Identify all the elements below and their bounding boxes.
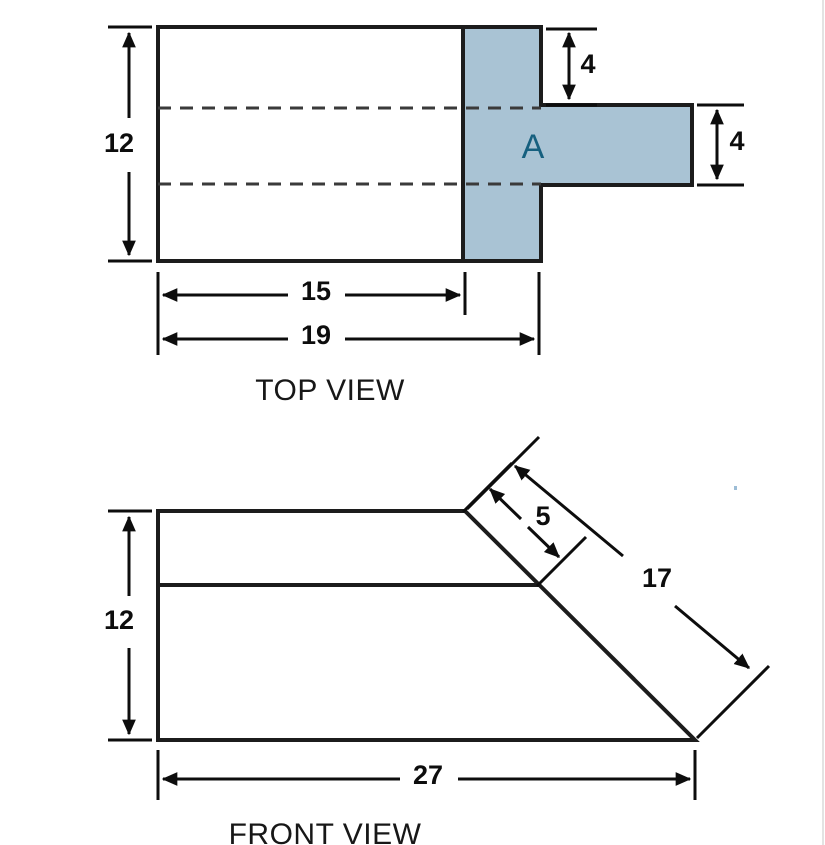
dimension-length-19: 19 (156, 272, 541, 355)
dimension-front-height-12: 12 (104, 509, 152, 742)
dim-label-5: 5 (535, 501, 550, 531)
ext-line-5-end (535, 535, 588, 588)
dim-label-19: 19 (301, 320, 331, 350)
dimension-arm-offset-4: 4 (546, 27, 597, 107)
dim-label-armwidth4: 4 (729, 126, 744, 156)
top-view-arm-outline (539, 103, 694, 187)
dim-label-27: 27 (413, 760, 443, 790)
top-view-main-block-outline (156, 25, 465, 263)
dimension-arm-width-4: 4 (697, 103, 745, 187)
top-view-title: TOP VIEW (255, 374, 405, 407)
top-view-step-lower-outline (461, 183, 543, 263)
dimension-top-height-12: 12 (104, 25, 152, 263)
dim-arrow-5-lower (526, 525, 561, 559)
region-label-a: A (522, 128, 545, 166)
top-view-group: A 12 4 4 (104, 25, 745, 407)
dim-label-15: 15 (301, 276, 331, 306)
dim-arrow-5-upper (488, 487, 523, 521)
front-view-group: 12 5 17 27 F (104, 435, 771, 845)
dimension-incline-17: 17 (465, 435, 771, 740)
dim-arrow-17-lower (674, 604, 750, 670)
ext-line-17-end (695, 664, 771, 740)
dim-label-offset4: 4 (580, 49, 595, 79)
dim-label-17: 17 (642, 563, 672, 593)
ext-line-17-start (465, 435, 541, 511)
shade-horizontal-arm (541, 105, 692, 185)
top-view-step-upper-outline (461, 25, 543, 107)
shaded-region-a (463, 27, 692, 261)
dim-arrow-17-upper (514, 464, 624, 558)
dimension-length-15: 15 (156, 272, 467, 315)
front-view-outline (156, 509, 700, 742)
dim-label-front12: 12 (104, 605, 134, 635)
scan-artifact-speck (734, 486, 737, 490)
dim-label-top-12: 12 (104, 128, 134, 158)
dimension-base-27: 27 (156, 750, 697, 800)
front-view-title: FRONT VIEW (229, 818, 422, 845)
shade-vertical-bar (463, 27, 541, 261)
